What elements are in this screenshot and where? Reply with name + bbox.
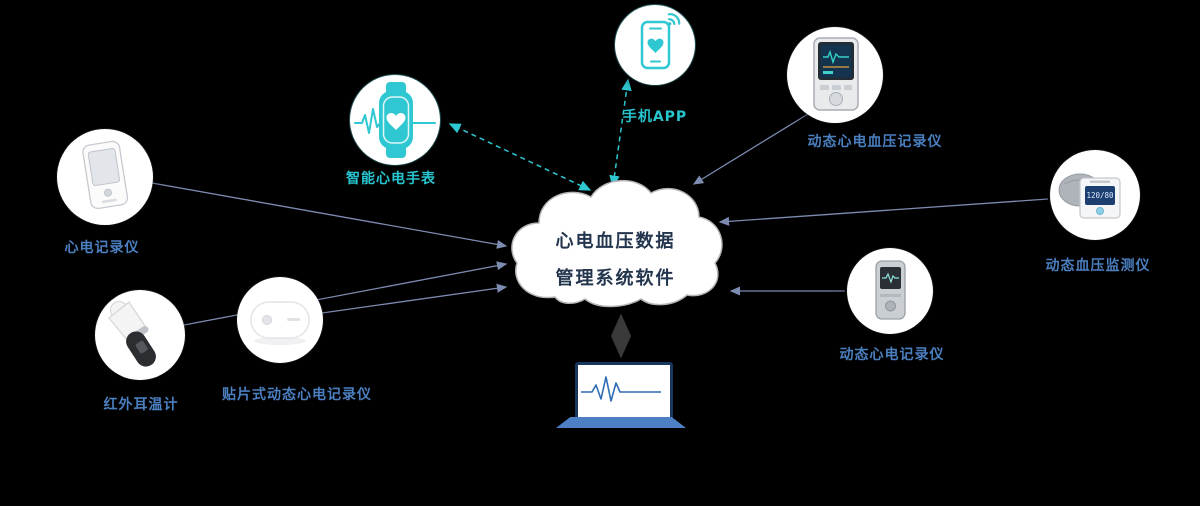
ecg-recorder-label: 心电记录仪 — [64, 240, 140, 256]
bp-monitor-photo: 120/80 — [1050, 150, 1140, 240]
svg-text:120/80: 120/80 — [1086, 191, 1114, 200]
smartphone-label: 手机APP — [622, 109, 688, 125]
patch-recorder-label: 贴片式动态心电记录仪 — [222, 387, 372, 403]
arrow-bp-monitor-to-cloud — [718, 198, 1049, 226]
ecg-bp-monitor-photo — [787, 27, 883, 123]
smartwatch-label: 智能心电手表 — [346, 171, 436, 187]
arrow-ear-thermometer-to-cloud — [183, 261, 508, 326]
ear-thermometer-label: 红外耳温计 — [103, 397, 179, 413]
smartphone-heart-wifi-icon — [615, 5, 695, 85]
smartwatch-heart-ecg-icon — [350, 75, 440, 165]
arrow-patch-recorder-to-cloud — [321, 283, 508, 314]
arrow-cloud-smartphone — [609, 78, 632, 188]
monitor-label: 动态心电血压记录仪 — [807, 134, 943, 150]
ear-thermometer-photo — [95, 290, 185, 380]
bp-monitor-label: 动态血压监测仪 — [1045, 258, 1151, 274]
cloud-title-line2: 管理系统软件 — [555, 268, 676, 289]
ecg-recorder-photo — [57, 129, 153, 225]
wifi-icon — [667, 13, 681, 26]
laptop-ecg-waveform-icon — [575, 362, 673, 420]
laptop-base — [556, 417, 686, 428]
cloud-title-line1: 心电血压数据 — [555, 231, 676, 252]
patch-recorder-photo — [237, 277, 323, 363]
holter-recorder-label: 动态心电记录仪 — [839, 347, 945, 363]
arrow-monitor-to-cloud — [692, 113, 809, 185]
cloud-shape: 心电血压数据 管理系统软件 — [503, 175, 728, 325]
arrow-ecg-recorder-to-cloud — [151, 182, 508, 249]
arrow-cloud-smartwatch — [448, 123, 592, 191]
cloud-title: 心电血压数据 管理系统软件 — [503, 223, 728, 297]
holter-recorder-photo — [847, 248, 933, 334]
